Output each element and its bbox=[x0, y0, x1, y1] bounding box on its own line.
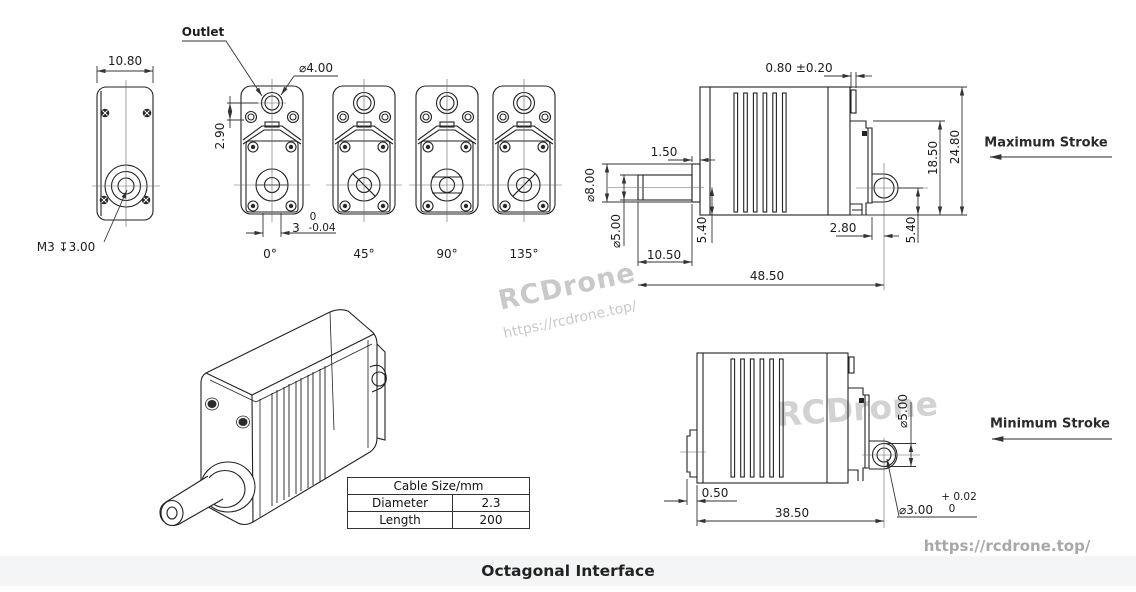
side-view-screws bbox=[99, 108, 152, 205]
angle-label-45: 45° bbox=[353, 247, 375, 261]
angle-label-90: 90° bbox=[436, 247, 458, 261]
dim-rod-dia: ⌀5.00 bbox=[609, 214, 623, 248]
dim-collar-length: 1.50 bbox=[650, 145, 678, 159]
dim-ear-offset: 2.80 bbox=[829, 221, 857, 235]
cable-table-cell: Length bbox=[347, 511, 453, 529]
outlet-label: Outlet bbox=[181, 25, 225, 39]
dim-ear-dia: ⌀5.00 bbox=[896, 394, 910, 428]
dim-side-width: 10.80 bbox=[107, 54, 143, 68]
dim-outlet-dia: ⌀4.00 bbox=[299, 61, 333, 75]
min-stroke-view bbox=[686, 352, 898, 484]
cable-table-cell: Diameter bbox=[347, 494, 453, 512]
dim-hole-tol-lower: 0 bbox=[948, 502, 956, 515]
max-stroke-label: Maximum Stroke bbox=[984, 135, 1108, 151]
dim-rod-extension: 10.50 bbox=[646, 248, 682, 262]
watermark-url-bottom-right: https://rcdrone.top/ bbox=[923, 537, 1091, 555]
max-stroke-dims bbox=[602, 72, 967, 288]
dim-total-height: 24.80 bbox=[948, 129, 962, 165]
iso-view bbox=[159, 309, 387, 527]
cable-table-cell: 2.3 bbox=[452, 494, 530, 512]
cable-size-table: Cable Size/mm Diameter 2.3 Length 200 bbox=[347, 477, 530, 529]
dim-slot-width: 3 bbox=[292, 221, 300, 235]
dim-overall-length: 48.50 bbox=[749, 269, 785, 283]
dim-bracket-height: 18.50 bbox=[926, 140, 940, 176]
dim-slot-tol-upper: 0 bbox=[309, 210, 317, 223]
cable-table-cell: 200 bbox=[452, 511, 530, 529]
min-stroke-dims bbox=[664, 402, 977, 526]
thread-note: M3 ↧3.00 bbox=[36, 240, 96, 254]
footer-title: Octagonal Interface bbox=[481, 562, 655, 580]
angle-label-0: 0° bbox=[263, 247, 277, 261]
drawing-linework bbox=[92, 40, 1112, 528]
angle-label-135: 135° bbox=[509, 247, 539, 261]
min-stroke-label: Minimum Stroke bbox=[989, 416, 1111, 432]
dim-slot-tol-lower: -0.04 bbox=[308, 221, 336, 234]
dim-hole-dia: ⌀3.00 bbox=[899, 503, 933, 517]
dim-tab-width: 0.80 ±0.20 bbox=[765, 61, 833, 75]
front-view-0-dims bbox=[182, 40, 338, 237]
dim-rod-center-to-base: 5.40 bbox=[695, 216, 709, 244]
dim-body-length: 38.50 bbox=[774, 506, 810, 520]
dim-min-rod-extension: 0.50 bbox=[701, 486, 729, 500]
footer-bar: Octagonal Interface bbox=[0, 556, 1136, 586]
dim-ear-center-to-base: 5.40 bbox=[904, 216, 918, 244]
dim-outlet-offset: 2.90 bbox=[213, 122, 227, 150]
dim-hole-tol-upper: + 0.02 bbox=[941, 490, 977, 503]
dim-boss-dia: ⌀8.00 bbox=[583, 168, 597, 202]
cable-table-header: Cable Size/mm bbox=[347, 477, 530, 495]
